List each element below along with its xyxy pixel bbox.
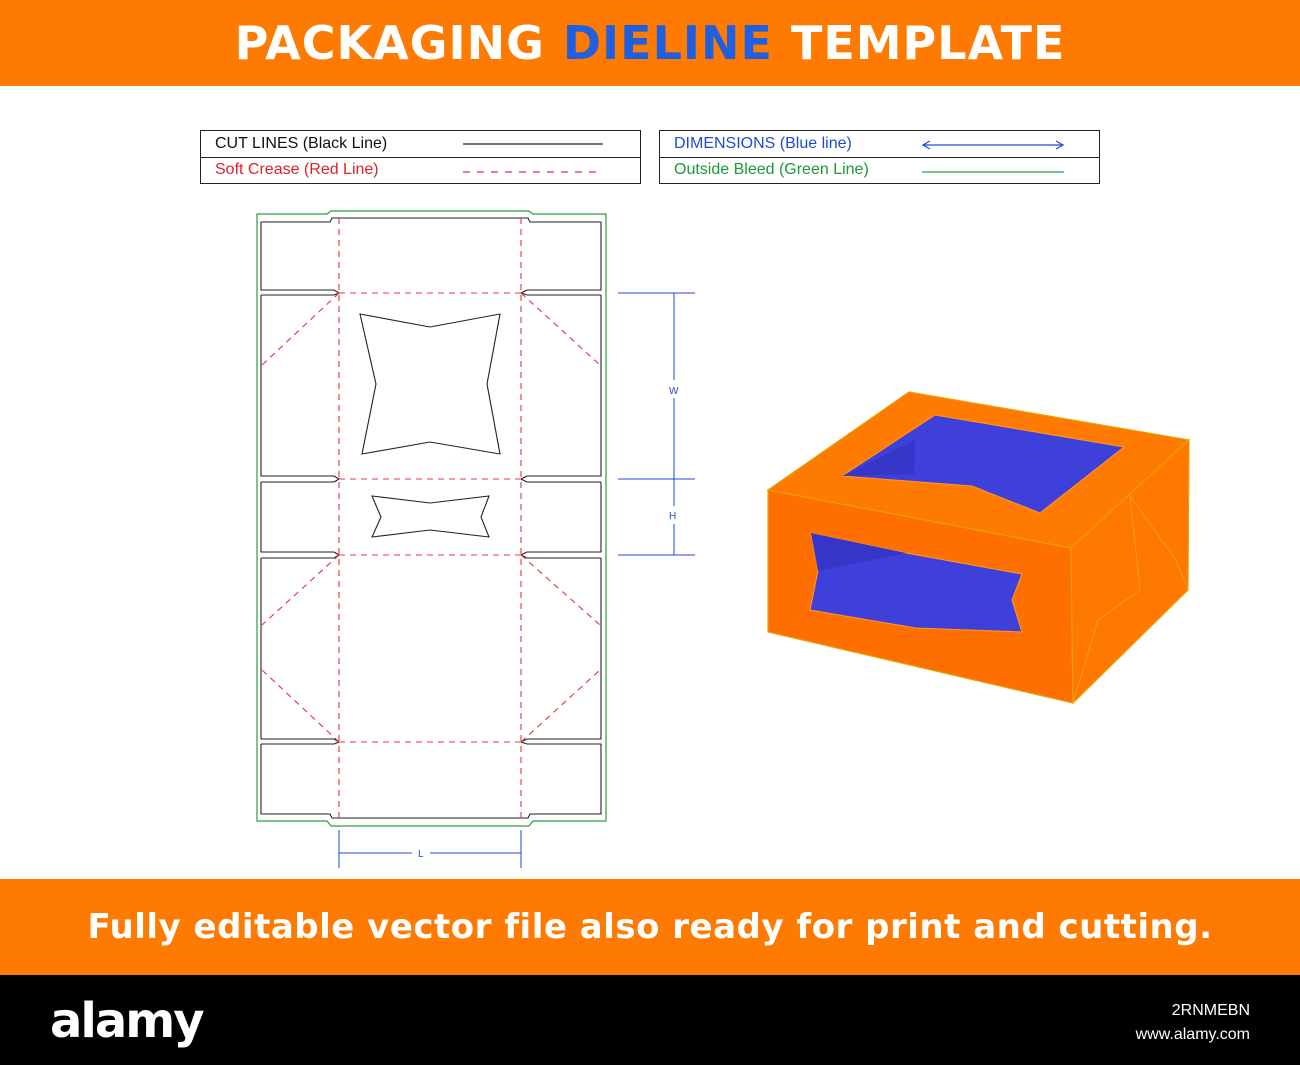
box-mockup: [766, 391, 1191, 705]
header-banner: PACKAGING DIELINE TEMPLATE: [0, 0, 1300, 86]
dimension-arrow-sample: [921, 140, 1065, 150]
stock-footer: alamy 2RNMEBN www.alamy.com: [0, 975, 1300, 1065]
legend-cut-label: CUT LINES (Black Line): [215, 135, 388, 152]
dimension-lines: [338, 292, 695, 868]
title-part1: PACKAGING: [234, 16, 545, 70]
legend-dimension-bleed: DIMENSIONS (Blue line) Outside Bleed (Gr…: [659, 130, 1100, 184]
width-dimension-label: W: [669, 386, 679, 397]
box-front-face: [767, 489, 1074, 704]
cut-line-sample: [463, 143, 603, 145]
bleed-outline: [256, 210, 607, 827]
front-window-cutout: [371, 495, 490, 538]
title-accent: DIELINE: [562, 16, 773, 70]
footer-banner: Fully editable vector file also ready fo…: [0, 879, 1300, 975]
stock-image-info: 2RNMEBN www.alamy.com: [1136, 999, 1250, 1047]
length-dimension-label: L: [418, 849, 424, 860]
legend-dimension-label: DIMENSIONS (Blue line): [674, 135, 852, 152]
stock-image-id: 2RNMEBN: [1171, 1002, 1250, 1019]
box-top-window: [840, 414, 1126, 514]
box-top-face: [766, 391, 1191, 549]
footer-banner-text: Fully editable vector file also ready fo…: [87, 907, 1213, 947]
box-front-window: [809, 532, 1023, 633]
legend-bleed-label: Outside Bleed (Green Line): [674, 161, 869, 178]
height-dimension-label: H: [669, 511, 676, 522]
legend-row-bleed: Outside Bleed (Green Line): [660, 157, 1099, 183]
legend-crease-label: Soft Crease (Red Line): [215, 161, 379, 178]
legend-row-dimension: DIMENSIONS (Blue line): [660, 131, 1099, 158]
legend-row-cut: CUT LINES (Black Line): [201, 131, 640, 158]
box-right-face: [1070, 438, 1190, 705]
legend-cut-crease: CUT LINES (Black Line) Soft Crease (Red …: [200, 130, 641, 184]
cut-lines: [260, 217, 602, 819]
alamy-logo: alamy: [50, 993, 205, 1049]
title-part2: TEMPLATE: [790, 16, 1066, 70]
bleed-line-sample: [922, 171, 1064, 173]
stock-site: www.alamy.com: [1135, 1026, 1250, 1043]
crease-line-sample: [463, 171, 603, 173]
lid-window-cutout: [359, 313, 501, 455]
crease-lines: [261, 218, 601, 818]
legend-row-crease: Soft Crease (Red Line): [201, 157, 640, 183]
